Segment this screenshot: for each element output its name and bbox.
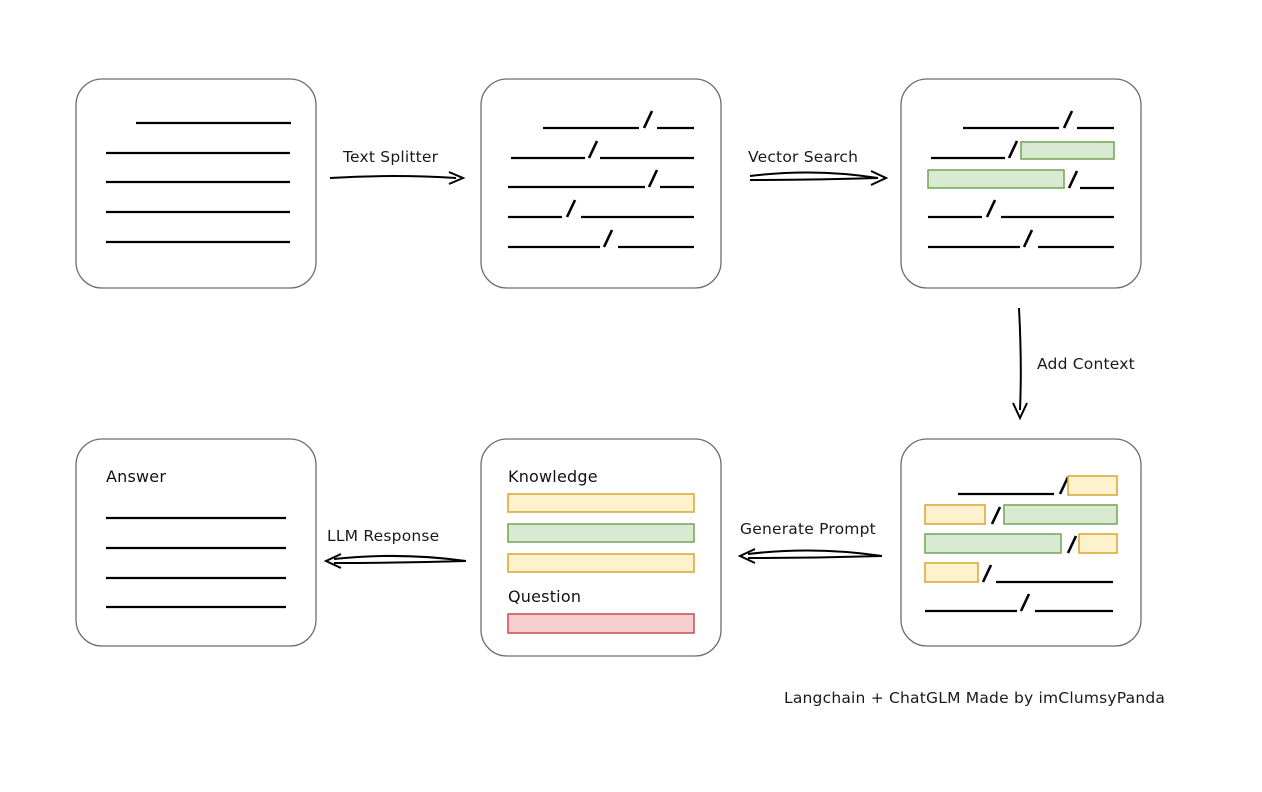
edge-generate-prompt-label: Generate Prompt [740,520,876,538]
node-split-chunks-content [508,110,694,249]
node-source-document-frame [75,78,317,289]
edge-generate-prompt: Generate Prompt [737,520,883,564]
node-source-document-content [106,121,291,244]
knowledge-bar-yellow [507,553,695,573]
node-prompt-heading-question: Question [508,587,581,606]
highlight-bar-yellow [1078,533,1118,554]
node-prompt[interactable]: Knowledge Question [480,438,722,657]
question-bar-red [507,613,695,634]
edge-vector-search-label: Vector Search [748,148,858,166]
highlight-bar-green [1003,504,1118,525]
footer-credit: Langchain + ChatGLM Made by imClumsyPand… [784,689,1165,707]
node-source-document[interactable] [75,78,317,289]
node-split-chunks-frame [480,78,722,289]
node-context-added-chunks[interactable] [900,438,1142,647]
edge-add-context-label: Add Context [1037,355,1135,373]
edge-add-context: Add Context [1012,307,1135,421]
edge-llm-response-label: LLM Response [327,527,439,545]
highlight-bar-green [924,533,1062,554]
node-matched-chunks-content [927,110,1115,249]
knowledge-bar-yellow [507,493,695,513]
node-answer-heading: Answer [106,467,166,486]
node-split-chunks[interactable] [480,78,722,289]
node-prompt-heading-knowledge: Knowledge [508,467,598,486]
edge-llm-response: LLM Response [323,527,467,569]
knowledge-bar-green [507,523,695,543]
node-answer-content [106,516,286,609]
node-answer[interactable]: Answer [75,438,317,647]
highlight-bar-yellow [924,562,979,583]
node-answer-frame [75,438,317,647]
highlight-bar-green [927,169,1065,189]
highlight-bar-yellow [1067,475,1118,496]
highlight-bar-yellow [924,504,986,525]
edge-text-splitter: Text Splitter [329,148,466,185]
node-matched-chunks[interactable] [900,78,1142,289]
node-context-added-chunks-content [924,475,1118,613]
edge-vector-search: Vector Search [748,148,889,186]
edge-text-splitter-label: Text Splitter [342,148,439,166]
highlight-bar-green [1020,141,1115,160]
